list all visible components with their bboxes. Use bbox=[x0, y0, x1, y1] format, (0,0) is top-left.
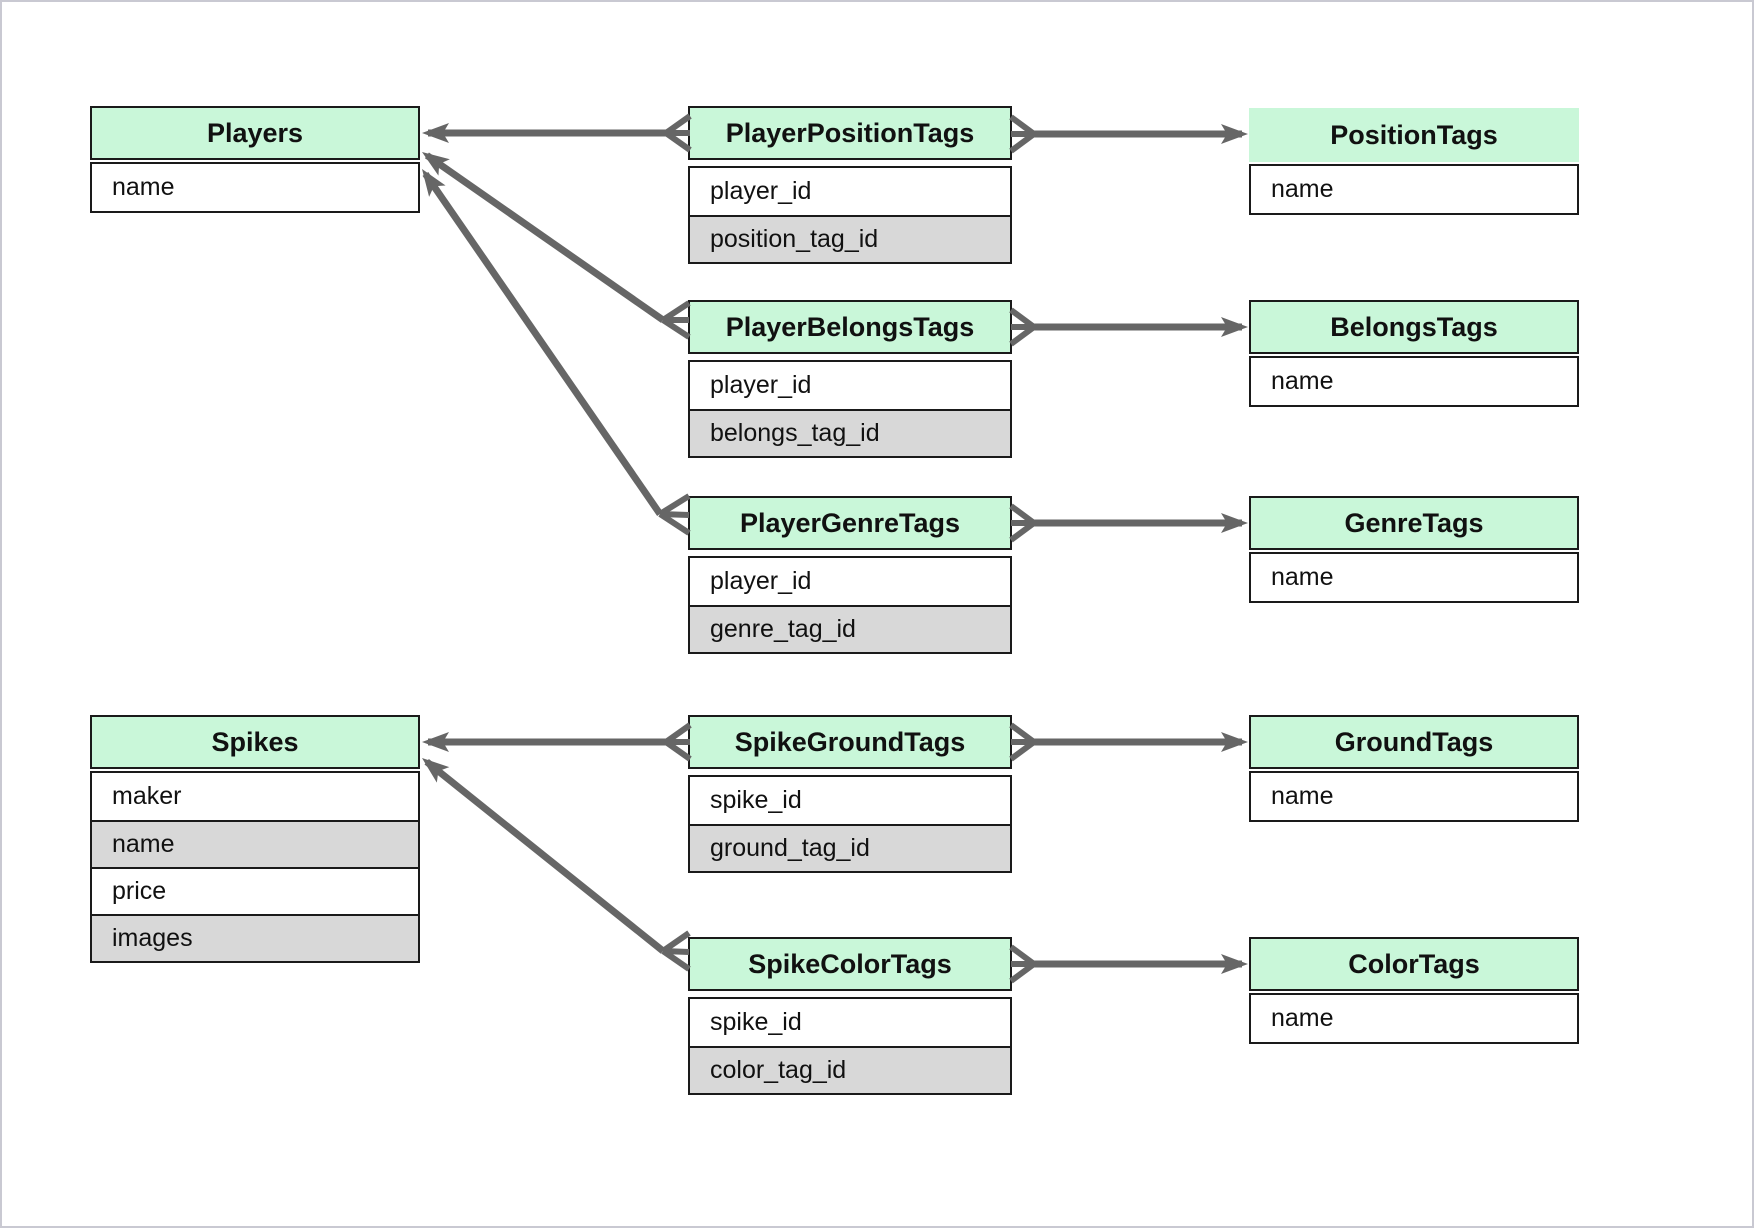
table-header-players[interactable]: Players bbox=[90, 106, 420, 160]
column-label: ground_tag_id bbox=[710, 834, 870, 862]
column-label: belongs_tag_id bbox=[710, 419, 880, 447]
table-row-playergenretags-genre_tag_id[interactable]: genre_tag_id bbox=[690, 605, 1010, 652]
table-body-playerpositiontags: player_id position_tag_id bbox=[688, 166, 1012, 264]
column-label: player_id bbox=[710, 177, 812, 205]
table-title: GroundTags bbox=[1334, 726, 1494, 757]
table-body-spikes: maker name price images bbox=[90, 771, 420, 963]
relationship-playerpositiontags-positiontags bbox=[1009, 114, 1248, 154]
table-title: ColorTags bbox=[1348, 948, 1480, 979]
arrowhead-spikegroundtags-groundtags bbox=[1221, 732, 1248, 752]
relationship-playerpositiontags-players bbox=[422, 113, 692, 153]
table-body-groundtags: name bbox=[1249, 771, 1579, 822]
table-row-playerbelongstags-belongs_tag_id[interactable]: belongs_tag_id bbox=[690, 409, 1010, 456]
table-body-genretags: name bbox=[1249, 552, 1579, 603]
relationship-spikecolortags-spikes bbox=[422, 758, 691, 972]
table-row-genretags-name[interactable]: name bbox=[1251, 554, 1577, 601]
table-title: Players bbox=[206, 117, 304, 148]
table-header-spikes[interactable]: Spikes bbox=[90, 715, 420, 769]
table-row-spikes-maker[interactable]: maker bbox=[92, 773, 418, 820]
table-title: GenreTags bbox=[1344, 507, 1484, 538]
column-label: player_id bbox=[710, 371, 812, 399]
column-label: name bbox=[112, 830, 175, 858]
column-label: color_tag_id bbox=[710, 1056, 847, 1084]
arrowhead-playerpositiontags-positiontags bbox=[1221, 124, 1248, 144]
table-row-spikes-price[interactable]: price bbox=[92, 867, 418, 914]
column-label: spike_id bbox=[710, 786, 802, 814]
arrowhead-spikecolortags-colortags bbox=[1221, 954, 1248, 974]
table-row-positiontags-name[interactable]: name bbox=[1251, 166, 1577, 213]
table-row-spikecolortags-spike_id[interactable]: spike_id bbox=[690, 999, 1010, 1046]
relationship-spikegroundtags-groundtags bbox=[1009, 722, 1248, 762]
table-body-players: name bbox=[90, 162, 420, 213]
column-label: position_tag_id bbox=[710, 225, 879, 253]
table-row-playergenretags-player_id[interactable]: player_id bbox=[690, 558, 1010, 605]
table-title: BelongsTags bbox=[1330, 311, 1498, 342]
column-label: price bbox=[112, 877, 167, 905]
arrowhead-playerbelongstags-players bbox=[422, 152, 450, 176]
table-header-playerbelongstags[interactable]: PlayerBelongsTags bbox=[688, 300, 1012, 354]
table-header-spikegroundtags[interactable]: SpikeGroundTags bbox=[688, 715, 1012, 769]
table-title: PositionTags bbox=[1330, 119, 1498, 150]
table-body-playerbelongstags: player_id belongs_tag_id bbox=[688, 360, 1012, 458]
table-body-positiontags: name bbox=[1249, 164, 1579, 215]
relationship-playerbelongstags-players bbox=[422, 152, 691, 340]
table-body-playergenretags: player_id genre_tag_id bbox=[688, 556, 1012, 654]
column-label: player_id bbox=[710, 567, 812, 595]
table-row-spikegroundtags-spike_id[interactable]: spike_id bbox=[690, 777, 1010, 824]
column-label: maker bbox=[112, 782, 182, 810]
relationship-spikecolortags-colortags bbox=[1009, 944, 1248, 984]
column-label: genre_tag_id bbox=[710, 615, 856, 643]
arrowhead-playergenretags-genretags bbox=[1221, 513, 1248, 533]
relationship-playerbelongstags-belongstags bbox=[1009, 307, 1248, 347]
table-row-spikecolortags-color_tag_id[interactable]: color_tag_id bbox=[690, 1046, 1010, 1093]
table-body-belongstags: name bbox=[1249, 356, 1579, 407]
relationship-playergenretags-players bbox=[422, 169, 691, 536]
table-title: SpikeGroundTags bbox=[734, 726, 966, 757]
table-row-colortags-name[interactable]: name bbox=[1251, 995, 1577, 1042]
table-row-spikes-name[interactable]: name bbox=[92, 820, 418, 867]
table-row-belongstags-name[interactable]: name bbox=[1251, 358, 1577, 405]
table-title: SpikeColorTags bbox=[748, 948, 952, 979]
relationship-spikegroundtags-spikes bbox=[422, 722, 692, 762]
table-header-genretags[interactable]: GenreTags bbox=[1249, 496, 1579, 550]
table-header-spikecolortags[interactable]: SpikeColorTags bbox=[688, 937, 1012, 991]
arrowhead-playerbelongstags-belongstags bbox=[1221, 317, 1248, 337]
table-row-playerpositiontags-position_tag_id[interactable]: position_tag_id bbox=[690, 215, 1010, 262]
table-header-playerpositiontags[interactable]: PlayerPositionTags bbox=[688, 106, 1012, 160]
relationship-playergenretags-genretags bbox=[1009, 503, 1248, 543]
table-header-playergenretags[interactable]: PlayerGenreTags bbox=[688, 496, 1012, 550]
table-title: PlayerGenreTags bbox=[739, 507, 961, 538]
arrowhead-spikegroundtags-spikes bbox=[422, 732, 449, 752]
table-title: PlayerPositionTags bbox=[725, 117, 975, 148]
column-label: name bbox=[1271, 563, 1334, 591]
table-row-spikegroundtags-ground_tag_id[interactable]: ground_tag_id bbox=[690, 824, 1010, 871]
column-label: name bbox=[1271, 782, 1334, 810]
table-header-positiontags[interactable]: PositionTags bbox=[1249, 108, 1579, 162]
column-label: name bbox=[1271, 175, 1334, 203]
arrowhead-spikecolortags-spikes bbox=[422, 758, 450, 783]
table-row-groundtags-name[interactable]: name bbox=[1251, 773, 1577, 820]
table-row-spikes-images[interactable]: images bbox=[92, 914, 418, 961]
column-label: spike_id bbox=[710, 1008, 802, 1036]
table-row-players-name[interactable]: name bbox=[92, 164, 418, 211]
table-row-playerbelongstags-player_id[interactable]: player_id bbox=[690, 362, 1010, 409]
table-header-belongstags[interactable]: BelongsTags bbox=[1249, 300, 1579, 354]
table-title: PlayerBelongsTags bbox=[725, 311, 975, 342]
table-header-colortags[interactable]: ColorTags bbox=[1249, 937, 1579, 991]
table-body-spikecolortags: spike_id color_tag_id bbox=[688, 997, 1012, 1095]
table-row-playerpositiontags-player_id[interactable]: player_id bbox=[690, 168, 1010, 215]
column-label: name bbox=[1271, 1004, 1334, 1032]
table-title: Spikes bbox=[211, 726, 299, 757]
column-label: name bbox=[112, 173, 175, 201]
table-body-spikegroundtags: spike_id ground_tag_id bbox=[688, 775, 1012, 873]
table-body-colortags: name bbox=[1249, 993, 1579, 1044]
arrowhead-playerpositiontags-players bbox=[422, 123, 449, 143]
column-label: name bbox=[1271, 367, 1334, 395]
table-header-groundtags[interactable]: GroundTags bbox=[1249, 715, 1579, 769]
column-label: images bbox=[112, 924, 193, 952]
